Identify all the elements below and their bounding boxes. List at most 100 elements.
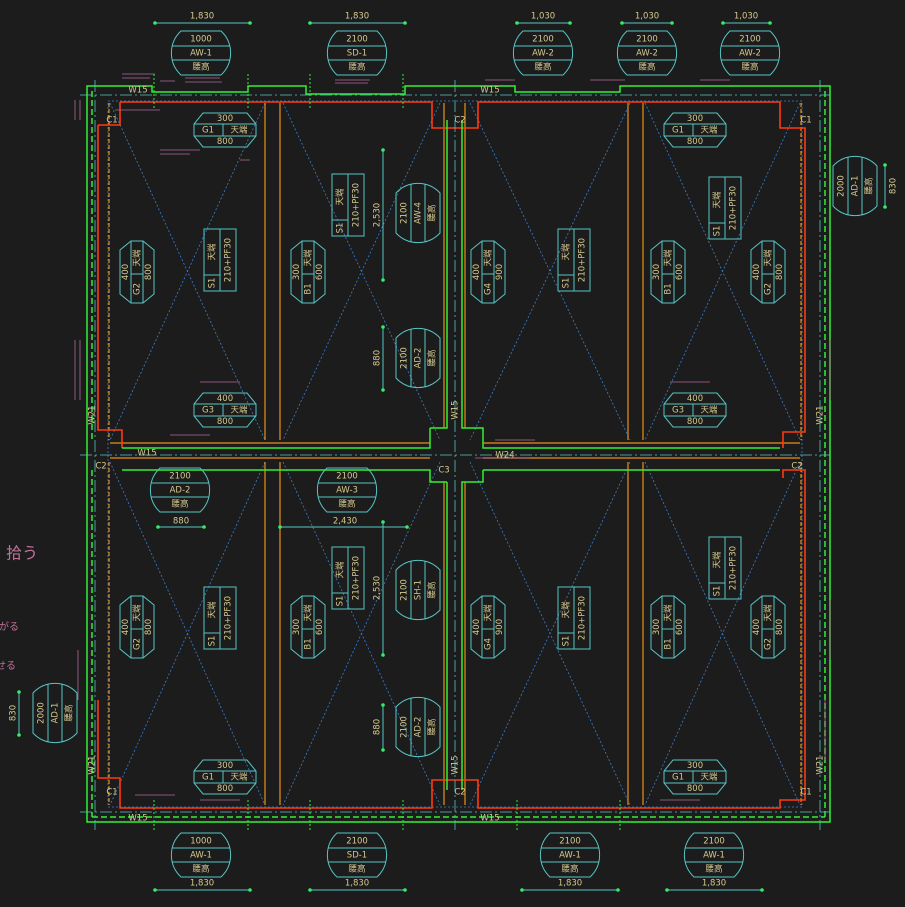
beam-top-value: 300 bbox=[217, 761, 233, 771]
opening-height: 2000 bbox=[37, 702, 47, 724]
dimension-value: 2,530 bbox=[373, 576, 383, 600]
wall-label: W15 bbox=[480, 814, 499, 824]
opening-note: 腰高 bbox=[561, 864, 578, 875]
slab-code: S1 bbox=[208, 278, 218, 289]
tag-outline bbox=[616, 30, 678, 76]
opening-note: 腰高 bbox=[705, 864, 722, 875]
opening-height: 2100 bbox=[532, 35, 554, 45]
slab-code: S1 bbox=[562, 636, 572, 647]
opening-note: 腰高 bbox=[427, 349, 438, 366]
beam-level: 天端 bbox=[132, 249, 143, 267]
tag-outline bbox=[395, 696, 441, 758]
side-note: 拾う bbox=[6, 544, 38, 563]
opening-code: AW-1 bbox=[703, 851, 725, 861]
slab-level: 天端 bbox=[712, 551, 723, 569]
side-note: せる bbox=[0, 660, 16, 672]
beam-bottom-value: 800 bbox=[687, 137, 703, 147]
beam-code: B1 bbox=[304, 283, 314, 294]
beam-bottom-value: 800 bbox=[775, 264, 785, 280]
opening-height: 2100 bbox=[336, 472, 358, 482]
opening-note: 腰高 bbox=[338, 499, 355, 510]
wall-label: W15 bbox=[451, 755, 461, 774]
beam-top-value: 400 bbox=[472, 264, 482, 280]
beam-code: G2 bbox=[764, 283, 774, 295]
tag-outline bbox=[470, 240, 506, 304]
beam-code: G4 bbox=[484, 283, 494, 295]
opening-code: AD-1 bbox=[851, 176, 861, 197]
beam-code: G1 bbox=[202, 773, 214, 783]
opening-note: 腰高 bbox=[427, 718, 438, 735]
slab-spec: 210+PF30 bbox=[224, 596, 234, 640]
wall-label: W21 bbox=[88, 405, 98, 424]
opening-marks bbox=[153, 74, 621, 830]
beam-code: B1 bbox=[304, 638, 314, 649]
beam-bottom-value: 600 bbox=[675, 619, 685, 635]
opening-height: 2100 bbox=[400, 202, 410, 224]
tag-outline bbox=[170, 30, 232, 76]
opening-code: AW-1 bbox=[190, 49, 212, 59]
beam-level: 天端 bbox=[700, 772, 718, 783]
dimension: 1,830 bbox=[520, 879, 620, 892]
dimension: 1,830 bbox=[308, 12, 407, 25]
dimension: 830 bbox=[9, 690, 21, 737]
beam-top-value: 300 bbox=[292, 264, 302, 280]
tag-outline bbox=[663, 392, 727, 428]
opening-code: SD-1 bbox=[347, 851, 367, 861]
opening-code: AW-3 bbox=[336, 486, 358, 496]
beam-code: G2 bbox=[133, 283, 143, 295]
opening-height: 2100 bbox=[169, 472, 191, 482]
column-label: C2 bbox=[454, 116, 465, 126]
opening-code: SD-1 bbox=[347, 49, 367, 59]
beam-level: 天端 bbox=[230, 125, 248, 136]
slab-code: S1 bbox=[208, 636, 218, 647]
tag-outline bbox=[326, 30, 388, 76]
tag-outline bbox=[650, 595, 686, 659]
dimension-value: 1,830 bbox=[558, 879, 582, 889]
opening-height: 2100 bbox=[346, 837, 368, 847]
dimension: 880 bbox=[373, 325, 385, 392]
